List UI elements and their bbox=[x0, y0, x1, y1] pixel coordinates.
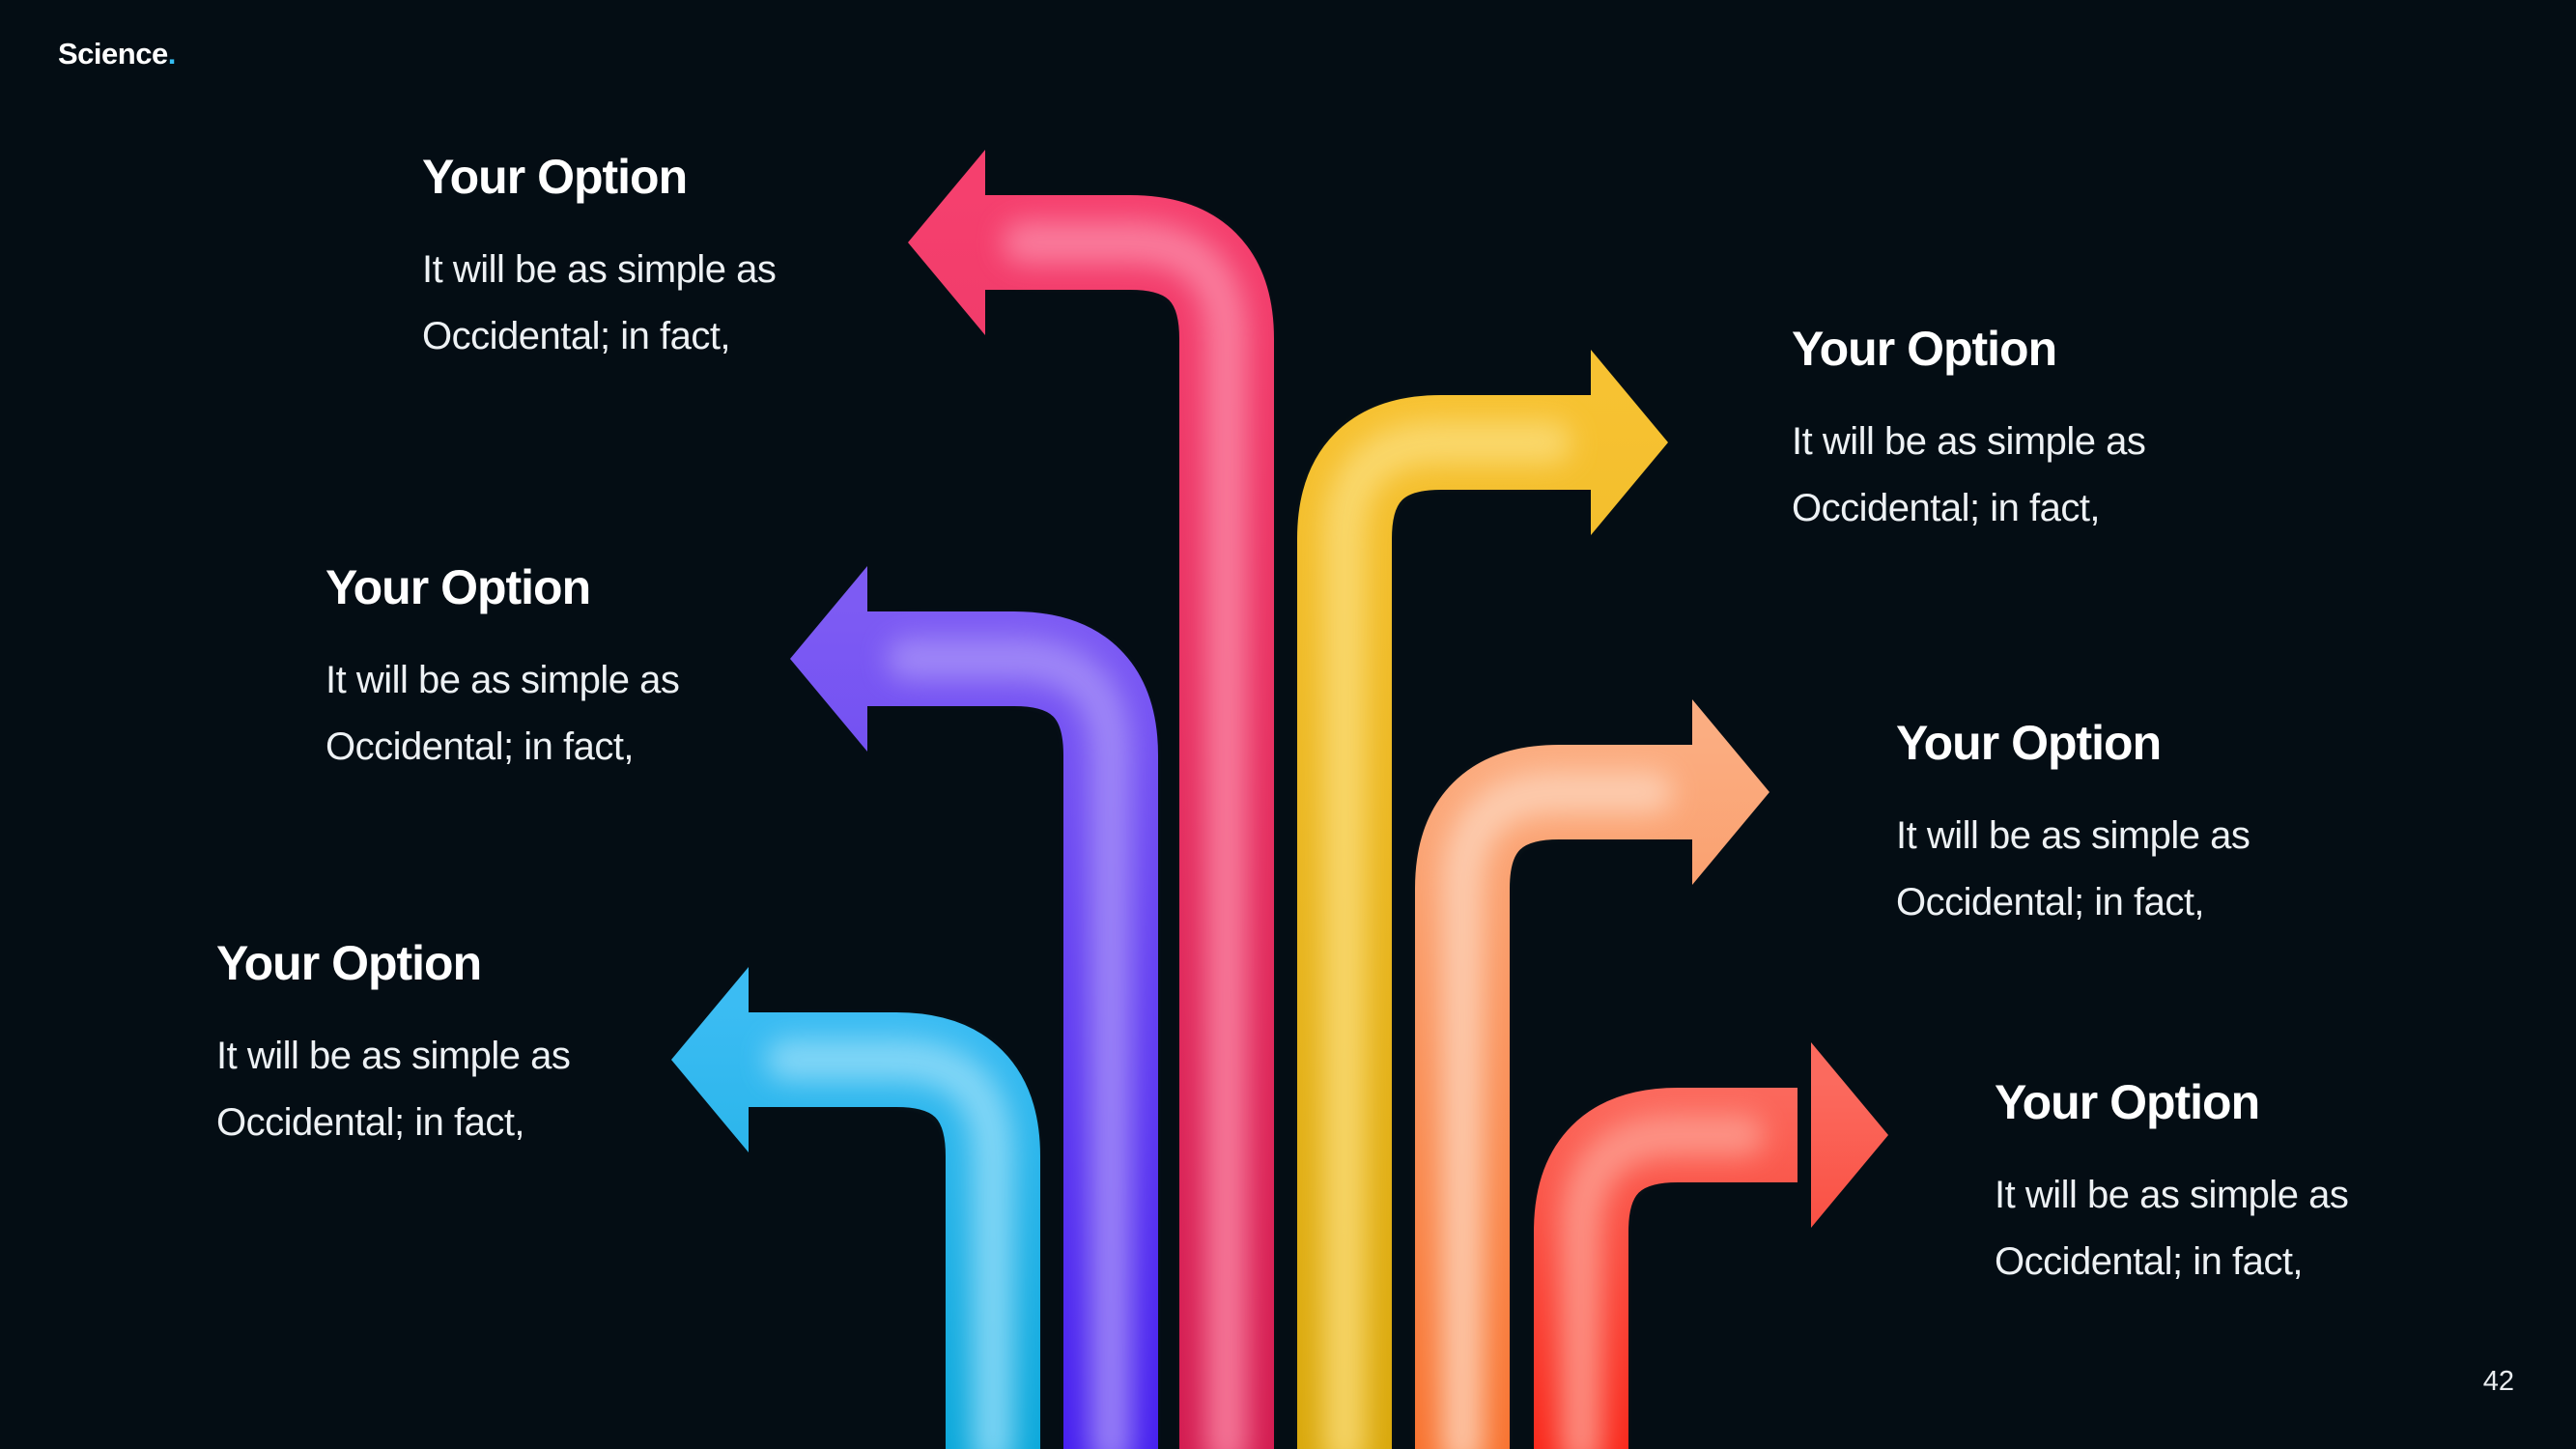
peach-arrowhead-icon bbox=[1692, 699, 1769, 885]
logo: Science. bbox=[58, 37, 176, 71]
option-description-line: Occidental; in fact, bbox=[326, 725, 635, 768]
purple-arrow bbox=[790, 566, 1158, 1449]
logo-text: Science bbox=[58, 37, 168, 71]
yellow-arrowhead-icon bbox=[1591, 350, 1668, 535]
purple-arrowhead-icon bbox=[790, 566, 867, 752]
option-description-line: It will be as simple as bbox=[1896, 814, 2250, 857]
option-description-line: Occidental; in fact, bbox=[422, 315, 731, 357]
option-description-line: Occidental; in fact, bbox=[216, 1101, 525, 1144]
option-card-top-left: Your Option It will be as simple as Occi… bbox=[422, 147, 886, 370]
option-card-bottom-left: Your Option It will be as simple as Occi… bbox=[216, 933, 680, 1156]
option-description-line: Occidental; in fact, bbox=[1896, 881, 2205, 923]
pink-arrow bbox=[908, 150, 1274, 1449]
option-description-line: Occidental; in fact, bbox=[1995, 1240, 2304, 1283]
option-description-line: Occidental; in fact, bbox=[1792, 487, 2101, 529]
red-arrow bbox=[1534, 1042, 1888, 1449]
option-description-line: It will be as simple as bbox=[1995, 1174, 2349, 1216]
option-description-line: It will be as simple as bbox=[422, 248, 777, 291]
option-card-top-right: Your Option It will be as simple as Occi… bbox=[1792, 319, 2255, 542]
yellow-arrow bbox=[1297, 350, 1668, 1449]
peach-arrow bbox=[1415, 699, 1769, 1449]
logo-dot: . bbox=[167, 37, 177, 71]
blue-arrowhead-icon bbox=[671, 967, 749, 1152]
blue-arrow bbox=[671, 967, 1040, 1449]
option-title: Your Option bbox=[422, 150, 688, 204]
pink-arrowhead-icon bbox=[908, 150, 985, 335]
option-card-middle-right: Your Option It will be as simple as Occi… bbox=[1896, 713, 2360, 936]
option-title: Your Option bbox=[1995, 1075, 2260, 1129]
option-title: Your Option bbox=[216, 936, 482, 990]
option-card-bottom-right: Your Option It will be as simple as Occi… bbox=[1995, 1072, 2458, 1295]
option-description-line: It will be as simple as bbox=[216, 1035, 571, 1077]
option-card-middle-left: Your Option It will be as simple as Occi… bbox=[326, 557, 789, 781]
option-description-line: It will be as simple as bbox=[1792, 420, 2146, 463]
option-title: Your Option bbox=[1896, 716, 2162, 770]
option-description-line: It will be as simple as bbox=[326, 659, 680, 701]
page-number: 42 bbox=[2482, 1366, 2514, 1397]
option-title: Your Option bbox=[326, 560, 591, 614]
option-title: Your Option bbox=[1792, 322, 2057, 376]
red-arrowhead-icon bbox=[1811, 1042, 1888, 1228]
